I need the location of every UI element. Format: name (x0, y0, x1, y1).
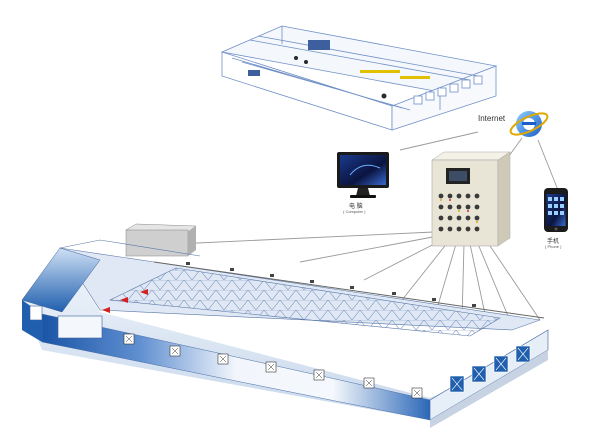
internet-label: Internet (478, 114, 506, 123)
internet-explorer-icon (509, 111, 549, 137)
control-cabinet (431, 151, 511, 247)
poultry-barn (21, 223, 549, 428)
phone-label: 手机 (547, 239, 560, 245)
sketch-barn (220, 25, 498, 131)
monitor-icon (337, 152, 389, 198)
computer-sublabel: ( Computer ) (343, 209, 366, 214)
phone-sublabel: ( Phone ) (545, 244, 562, 249)
smartphone-icon (544, 188, 568, 232)
computer-label: 电 脑 (349, 204, 363, 210)
